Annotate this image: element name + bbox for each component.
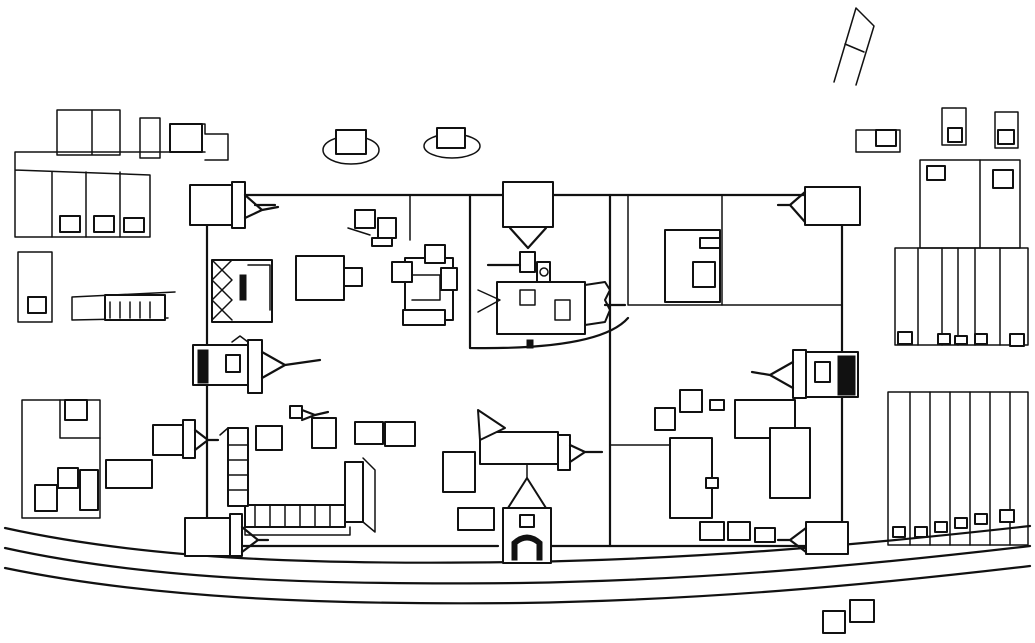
outer-tower-west (152, 419, 220, 459)
row-houses-left-wall (219, 427, 249, 507)
tower-top-right (776, 186, 861, 226)
small-house-northeast-inner (664, 229, 721, 303)
hatched-building (211, 259, 273, 323)
gate-tower-right (750, 349, 859, 399)
north-road (833, 7, 875, 86)
west-settlement (14, 109, 229, 519)
tower-top-left (189, 181, 280, 229)
cathedral (468, 181, 630, 350)
central-buildings (211, 194, 843, 543)
palace-complex (391, 244, 458, 326)
square-house-west (442, 451, 476, 493)
square-building (295, 255, 363, 301)
small-houses-southeast (457, 507, 776, 543)
north-islands (322, 127, 481, 165)
east-settlement (855, 107, 1029, 546)
long-building-south (244, 457, 376, 536)
main-gate-tower (502, 461, 552, 564)
tower-bottom-left (184, 513, 270, 557)
east-palace (654, 389, 811, 519)
small-houses-middle (255, 405, 416, 451)
south-bank-houses (822, 599, 875, 634)
small-chapel-north (347, 209, 397, 247)
tower-bottom-right (776, 521, 849, 555)
church-east-inner (477, 409, 604, 471)
plot-line-northeast (627, 194, 843, 306)
wall-towers (152, 181, 861, 564)
gate-tower-left (192, 335, 322, 394)
